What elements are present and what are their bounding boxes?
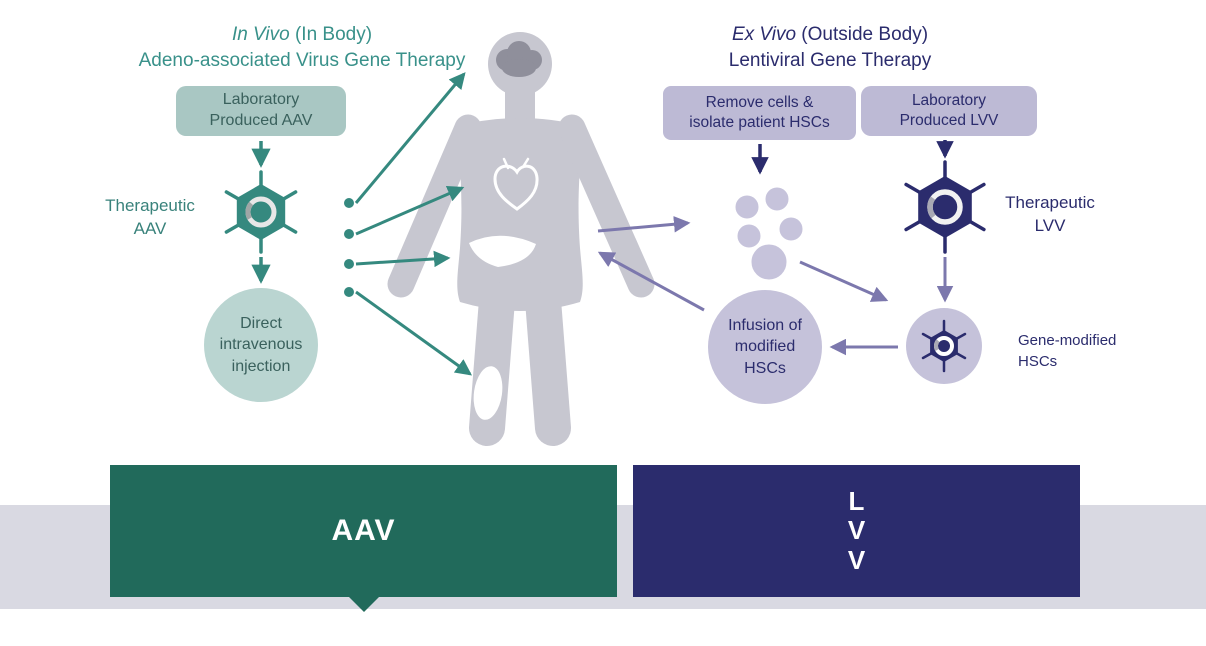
arrow-aav-to-liver bbox=[355, 250, 451, 268]
arrow-aav-to-brain bbox=[354, 72, 466, 204]
heart-icon bbox=[493, 157, 539, 211]
in-vivo-title-rest: (In Body) bbox=[289, 24, 373, 45]
lab-aav-box: Laboratory Produced AAV bbox=[176, 86, 346, 136]
aav-tab-pointer bbox=[348, 596, 380, 612]
in-vivo-subtitle: Adeno-associated Virus Gene Therapy bbox=[138, 49, 466, 71]
lab-lvv-box: Laboratory Produced LVV bbox=[861, 86, 1037, 136]
brain-icon bbox=[496, 41, 542, 77]
injection-site-icon bbox=[473, 366, 503, 420]
ex-vivo-title-rest: (Outside Body) bbox=[796, 24, 929, 45]
ex-vivo-title-line: Ex Vivo (Outside Body) bbox=[645, 22, 1015, 48]
injection-circle: Direct intravenous injection bbox=[204, 288, 318, 402]
arrow-cells-to-modified bbox=[799, 260, 889, 302]
arrow-aav-to-muscle bbox=[355, 290, 473, 376]
infusion-circle: Infusion of modified HSCs bbox=[708, 290, 822, 404]
arrow-aav-to-heart bbox=[355, 186, 465, 236]
ex-vivo-subtitle: Lentiviral Gene Therapy bbox=[728, 49, 932, 71]
in-vivo-title: In Vivo (In Body) Adeno-associated Virus… bbox=[117, 22, 487, 73]
modified-hsc-icon bbox=[906, 308, 982, 384]
aav-tab[interactable]: AAV bbox=[110, 465, 617, 597]
remove-cells-box: Remove cells & isolate patient HSCs bbox=[663, 86, 856, 140]
ex-vivo-title: Ex Vivo (Outside Body) Lentiviral Gene T… bbox=[645, 22, 1015, 73]
therapeutic-aav-label: Therapeutic AAV bbox=[105, 196, 195, 238]
arrow-body-to-cells bbox=[597, 216, 691, 233]
therapeutic-lvv-label: Therapeutic LVV bbox=[1005, 193, 1095, 235]
gene-modified-label: Gene-modified HSCs bbox=[1018, 332, 1117, 370]
in-vivo-title-italic: In Vivo bbox=[231, 24, 290, 45]
lvv-virus-icon bbox=[904, 160, 986, 254]
liver-icon bbox=[469, 235, 536, 267]
hsc-cells-icon bbox=[732, 184, 806, 283]
in-vivo-title-line: In Vivo (In Body) bbox=[117, 22, 487, 48]
ex-vivo-title-italic: Ex Vivo bbox=[731, 24, 797, 45]
injection-dots bbox=[344, 198, 354, 297]
arrow-infusion-to-body bbox=[597, 251, 705, 312]
lvv-tab[interactable]: L V V bbox=[633, 465, 1080, 597]
aav-virus-icon bbox=[224, 170, 298, 254]
